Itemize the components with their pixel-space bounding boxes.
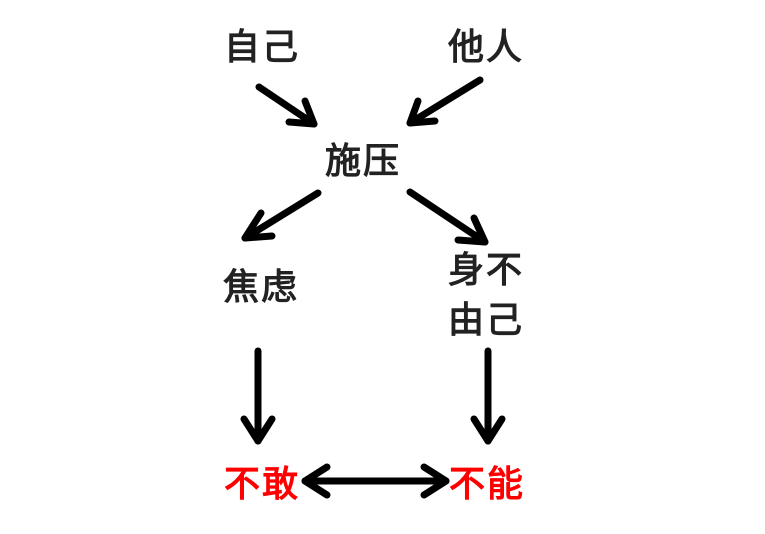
node-helpless: 身不 由己: [448, 246, 524, 346]
node-others: 他人: [447, 27, 525, 68]
node-dare-not: 不敢: [223, 464, 301, 505]
node-helpless-line1: 身不: [447, 250, 525, 291]
arrow-pressure-to-helpless: [406, 188, 489, 246]
node-pressure: 施压: [324, 141, 402, 182]
arrow-helpless-to-cannot: [470, 347, 506, 445]
arrow-pressure-to-anxiety: [241, 189, 322, 242]
node-cannot: 不能: [448, 464, 526, 505]
node-self: 自己: [223, 27, 301, 68]
arrow-self-to-pressure: [255, 83, 318, 128]
double-arrow-dare-not-cannot: [301, 463, 450, 499]
node-anxiety: 焦虑: [222, 267, 300, 308]
arrow-anxiety-to-dare-not: [240, 347, 276, 445]
arrow-others-to-pressure: [406, 76, 484, 127]
node-helpless-line2: 由己: [447, 300, 525, 341]
